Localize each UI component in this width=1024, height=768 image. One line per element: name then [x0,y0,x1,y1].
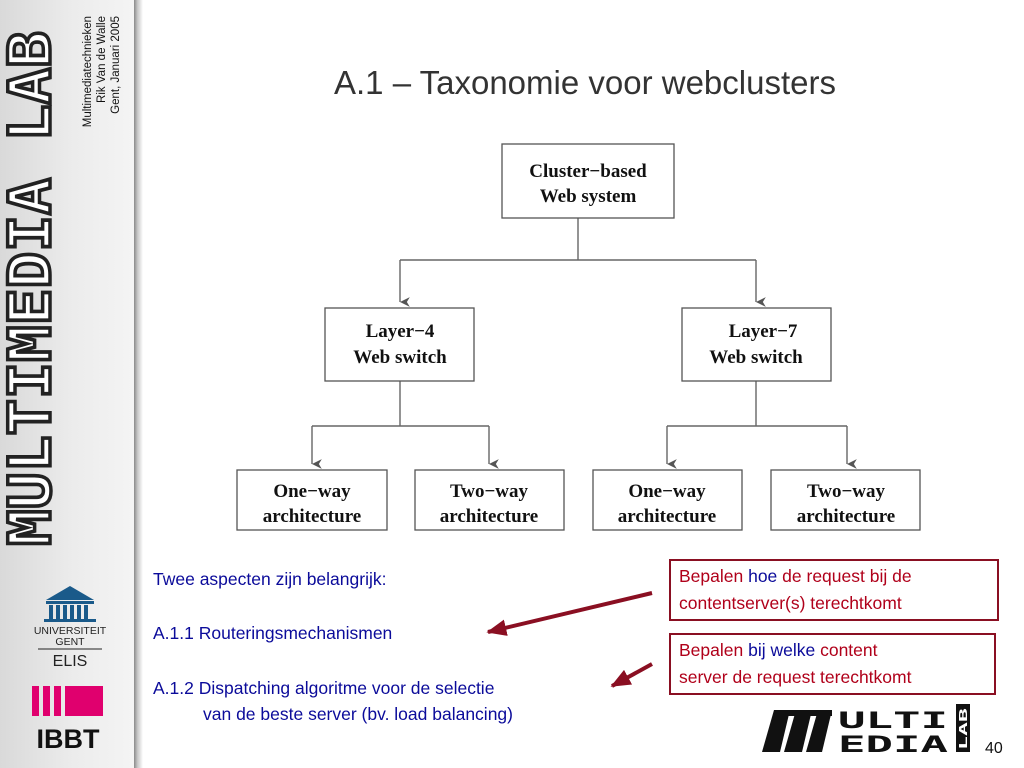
ugent-logo: UNIVERSITEIT GENT ELIS [34,586,107,670]
vertical-brand-text: MULTIMEDIA LAB [2,31,62,546]
arrow-to-dispatching [610,662,653,688]
university-label: UNIVERSITEIT [34,625,107,637]
node-root-line2: Web system [540,186,637,207]
node-leaf2-line2: architecture [440,506,538,527]
multimedia-lab-vertical-wordmark: MULTIMEDIA LAB [2,29,62,548]
page-title: A.1 – Taxonomie voor webclusters [334,64,836,101]
callout-dispatching-line1: Bepalen bij welke content [679,640,878,660]
item-routing-mechanisms: A.1.1 Routeringsmechanismen [153,623,393,643]
node-layer4-one-way: One−way architecture [236,469,388,531]
node-layer7-web-switch: Layer−7 Web switch [681,307,832,382]
ibbt-label: IBBT [37,724,100,754]
logo-side: LAB [957,707,970,750]
sidebar-course-info: Multimediatechnieken Rik Van de Walle Ge… [82,16,122,127]
page-number: 40 [985,740,1003,757]
node-leaf1-line1: One−way [273,481,351,502]
multimedia-lab-logo: ULTI EDIA LAB [762,704,970,756]
callout-routing: Bepalen hoe de request bij de contentser… [669,559,999,621]
arrow-to-routing [486,591,653,636]
node-root-line1: Cluster−based [529,161,647,182]
ibbt-logo: IBBT [32,686,103,754]
ibbt-bars-icon [32,686,103,716]
m-letter-icon [762,710,832,752]
diagram-connectors [311,218,857,469]
ghent-label: GENT [55,636,85,648]
node-layer4-web-switch: Layer−4 Web switch [324,307,475,382]
logo-line2: EDIA [838,733,948,756]
node-layer7-one-way: One−way architecture [592,469,743,531]
intro-text: Twee aspecten zijn belangrijk: [153,569,387,589]
course-date: Gent, Januari 2005 [110,16,122,114]
sidebar: MULTIMEDIA LAB Multimediatechnieken Rik … [0,0,134,768]
node-layer4-two-way: Two−way architecture [414,469,565,531]
callout-dispatching: Bepalen bij welke content server de requ… [669,633,996,695]
callout-routing-line1: Bepalen hoe de request bij de [679,566,912,586]
callout-routing-emphasis: hoe [748,566,778,586]
callout-dispatching-emphasis: bij welke [748,640,816,660]
callout-dispatching-line2: server de request terechtkomt [679,667,912,687]
node-layer7-line2: Web switch [709,347,803,368]
item-dispatching-line1: A.1.2 Dispatching algoritme voor de sele… [153,678,495,698]
node-cluster-based-web-system: Cluster−based Web system [501,143,675,219]
node-leaf3-line1: One−way [628,481,706,502]
university-building-icon [44,586,96,622]
callout-routing-line2: contentserver(s) terechtkomt [679,593,902,613]
node-leaf1-line2: architecture [263,506,361,527]
node-layer7-line1: Layer−7 [729,321,798,342]
elis-label: ELIS [53,653,88,670]
node-leaf4-line2: architecture [797,506,895,527]
course-name: Multimediatechnieken [82,16,94,127]
taxonomy-diagram: Cluster−based Web system Layer−4 Web swi… [236,143,921,531]
node-leaf4-line1: Two−way [807,481,886,502]
node-layer4-line2: Web switch [353,347,447,368]
sidebar-shadow [134,0,143,768]
node-layer7-two-way: Two−way architecture [770,469,921,531]
logo-line1: ULTI [838,709,948,734]
node-leaf3-line2: architecture [618,506,716,527]
item-dispatching-line2: van de beste server (bv. load balancing) [203,704,513,724]
author-name: Rik Van de Walle [96,16,108,103]
node-leaf2-line1: Two−way [450,481,529,502]
node-layer4-line1: Layer−4 [366,321,435,342]
